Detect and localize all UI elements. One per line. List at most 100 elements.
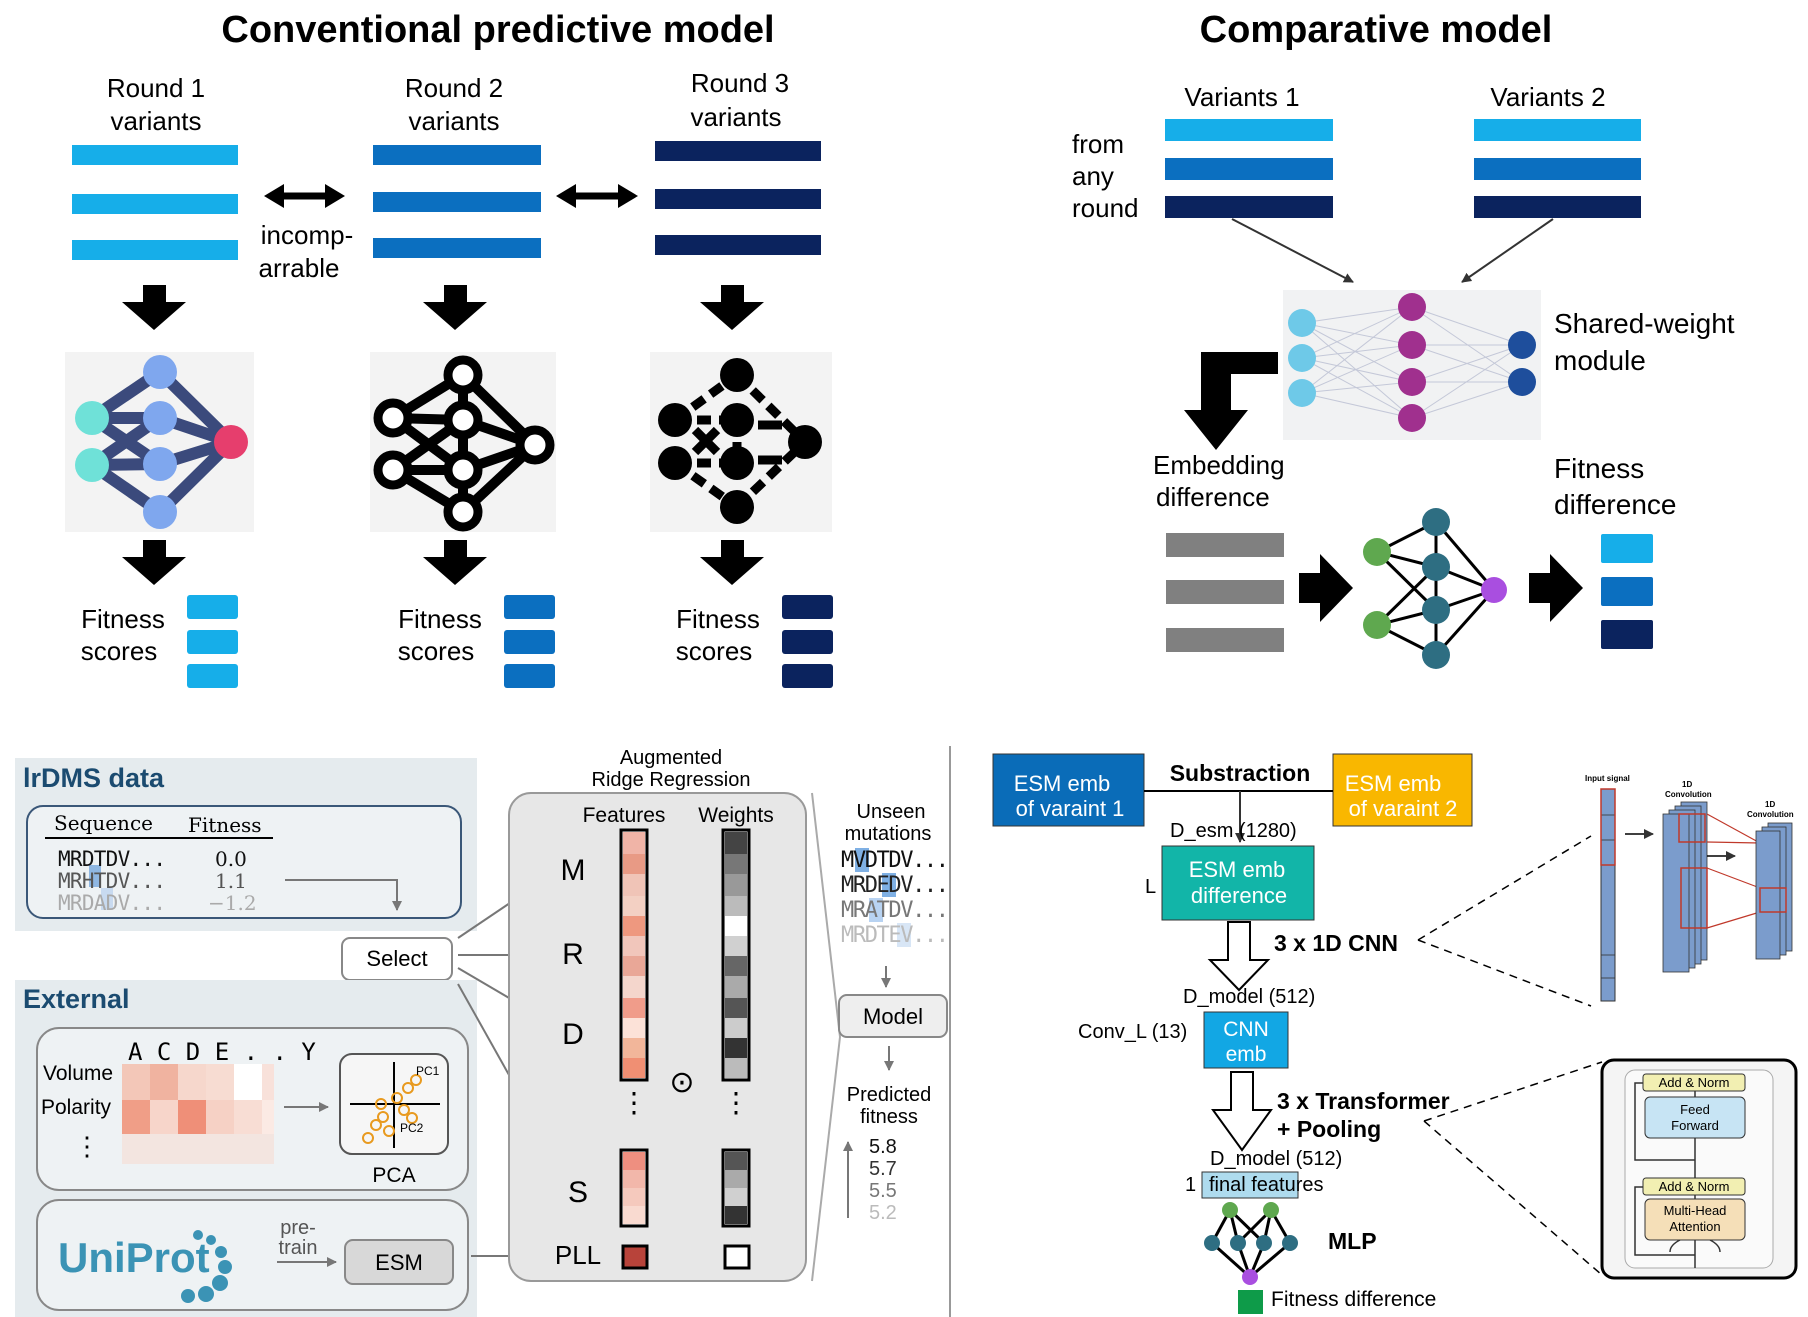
multi-head-line1: Multi-Head — [1664, 1203, 1727, 1218]
fitness-score-bar — [187, 630, 238, 654]
round3-variant-bar — [655, 141, 821, 161]
comparative-panel: Comparative model Variants 1 Variants 2 … — [1072, 9, 1735, 669]
esm-emb-variant1-box — [992, 753, 1145, 827]
transformer-line1: 3 x Transformer — [1277, 1088, 1450, 1114]
d-esm-label: D_esm (1280) — [1170, 820, 1297, 842]
fitness-label-line1: Fitness — [398, 604, 482, 634]
round3-variant-bar — [655, 235, 821, 255]
one-label: 1 — [1185, 1174, 1196, 1196]
pll-weight — [723, 1244, 751, 1270]
from-any-round-line2: any — [1072, 161, 1114, 191]
round2-variant-bar — [373, 192, 541, 212]
embedding-difference-line1: Embedding — [1153, 450, 1285, 480]
esm-emb1-line1: ESM emb — [1014, 771, 1111, 796]
table-seq: MRDADV... — [58, 891, 166, 915]
input-arrow — [1461, 218, 1554, 283]
conv-l-label: Conv_L (13) — [1078, 1021, 1187, 1043]
fitness-difference-bar — [1601, 620, 1653, 649]
pll-feature — [621, 1244, 649, 1270]
pretrain-line1: pre- — [280, 1217, 316, 1239]
round1-variant-bar — [72, 145, 238, 165]
from-any-round-line1: from — [1072, 129, 1124, 159]
fitness-label-line2: scores — [398, 636, 475, 666]
row-label-s: S — [568, 1176, 588, 1209]
shared-weight-line1: Shared-weight — [1554, 308, 1735, 339]
transformer-line2: + Pooling — [1277, 1116, 1381, 1142]
pretrain-line2: train — [279, 1237, 318, 1259]
pred-value: 5.8 — [869, 1136, 897, 1158]
mlp-network-icon — [1204, 1202, 1298, 1285]
final-features-label: final features — [1209, 1174, 1324, 1196]
round2-label-line1: Round 2 — [405, 73, 503, 103]
transformer-diagram: Add & Norm Feed Forward Add & Norm Multi… — [1600, 1058, 1798, 1280]
model-label: Model — [863, 1004, 923, 1029]
uniprot-logo: UniProt — [58, 1230, 232, 1303]
variant1-bar — [1165, 158, 1333, 180]
feed-forward-line2: Forward — [1671, 1118, 1719, 1133]
pc1-label: PC1 — [416, 1064, 440, 1078]
feature-vdots: ⋮ — [620, 1087, 648, 1118]
table-fit: 0.0 — [215, 847, 247, 871]
uniprot-label: UniProt — [58, 1234, 210, 1281]
odot-symbol: ⊙ — [669, 1066, 694, 1099]
double-arrow-icon — [264, 184, 345, 208]
variant2-bar — [1474, 196, 1641, 218]
round3-label-line1: Round 3 — [691, 68, 789, 98]
variant1-bar — [1165, 196, 1333, 218]
esm-emb2-line2: of varaint 2 — [1349, 796, 1458, 821]
fitness-difference-label: Fitness difference — [1271, 1288, 1436, 1311]
variant1-bar — [1165, 119, 1333, 141]
double-arrow-icon — [556, 184, 638, 208]
round2-label-line2: variants — [408, 106, 499, 136]
embedding-difference-line2: difference — [1156, 482, 1270, 512]
fitness-score-bar — [187, 664, 238, 688]
round3-variant-bar — [655, 189, 821, 209]
add-norm-label: Add & Norm — [1659, 1075, 1730, 1090]
down-arrow-icon — [122, 540, 186, 585]
pred-value: 5.2 — [869, 1202, 897, 1224]
ridge-title-line1: Augmented — [620, 747, 722, 769]
substraction-label: Substraction — [1170, 760, 1311, 786]
shared-weight-module-icon — [1283, 290, 1541, 440]
unseen-seq: MRDTEV... — [841, 923, 949, 948]
hollow-down-arrow-icon — [1211, 1071, 1273, 1152]
conv1d-label-b2: Convolution — [1747, 810, 1794, 819]
table-fit: −1.2 — [208, 891, 257, 915]
aa-header: A C D E . . Y — [128, 1038, 316, 1066]
fitness-score-bar — [504, 630, 555, 654]
pc2-label: PC2 — [400, 1121, 424, 1135]
conventional-title: Conventional predictive model — [221, 9, 774, 51]
chevron-divider — [811, 792, 842, 1282]
right-arrow-icon — [1529, 554, 1583, 622]
mutation-highlight — [869, 898, 883, 922]
comparative-title: Comparative model — [1200, 9, 1553, 51]
zoom-line — [1417, 939, 1592, 1007]
external-title: External — [23, 984, 130, 1014]
row-label-d: D — [562, 1018, 584, 1051]
down-arrow-icon — [700, 285, 764, 330]
input-signal-label: Input signal — [1585, 774, 1630, 783]
fitness-difference-bar — [1601, 577, 1653, 606]
pipeline-panel: lrDMS data Sequence Fitness MRDTDV... 0.… — [15, 747, 949, 1317]
conventional-panel: Conventional predictive model Round 1 va… — [65, 9, 833, 688]
esm-diff-line2: difference — [1191, 883, 1287, 908]
zoom-line — [1417, 835, 1592, 941]
fitness-difference-swatch — [1238, 1290, 1263, 1314]
weight-column — [721, 828, 751, 1082]
mutation-highlight — [855, 848, 869, 872]
table-seq: MRHTDV... — [58, 869, 166, 893]
add-norm-label: Add & Norm — [1659, 1179, 1730, 1194]
mutation-highlight — [101, 888, 113, 910]
polarity-label: Polarity — [41, 1096, 112, 1119]
fitness-score-bar — [782, 630, 833, 654]
incomparable-line2: arrable — [259, 253, 340, 283]
multi-head-line2: Attention — [1669, 1219, 1720, 1234]
weights-header: Weights — [698, 804, 773, 827]
bent-arrow-icon — [1184, 352, 1278, 450]
ridge-title-line2: Ridge Regression — [592, 769, 751, 791]
fitness-label-line1: Fitness — [676, 604, 760, 634]
round2-variant-bar — [373, 145, 541, 165]
esm-label: ESM — [375, 1250, 423, 1275]
vdots-label: ⋮ — [74, 1131, 100, 1161]
